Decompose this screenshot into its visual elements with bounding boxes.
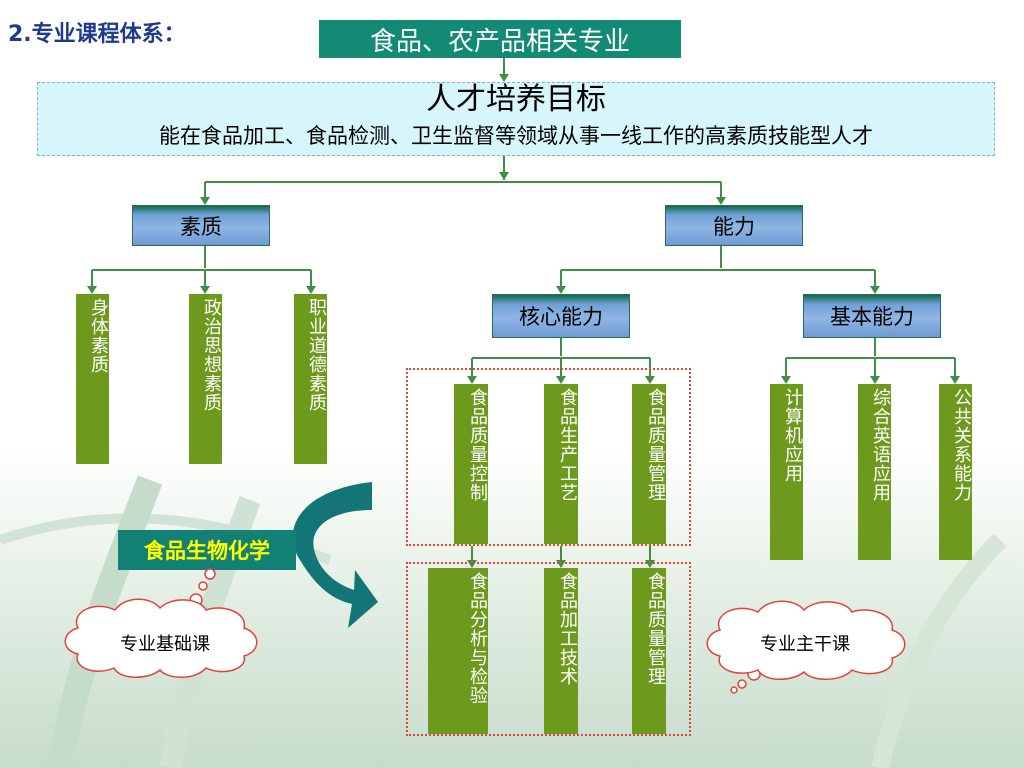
basic-item-computer: 计算机应用 <box>770 384 803 560</box>
training-goal-box: 人才培养目标 能在食品加工、食品检测、卫生监督等领域从事一线工作的高素质技能型人… <box>37 82 995 156</box>
core-ability-box: 核心能力 <box>492 294 630 338</box>
quality-box: 素质 <box>132 205 270 246</box>
basic-item-public-relations: 公共关系能力 <box>939 384 972 560</box>
basic-ability-box: 基本能力 <box>803 294 941 338</box>
quality-item-ethics: 职业道德素质 <box>294 294 327 464</box>
core-item-quality-management: 食品质量管理 <box>632 384 666 544</box>
course-food-processing: 食品加工技术 <box>544 568 578 734</box>
section-heading: 2.专业课程体系： <box>8 22 186 47</box>
basic-item-english: 综合英语应用 <box>858 384 891 560</box>
core-item-quality-control: 食品质量控制 <box>454 384 488 544</box>
course-food-quality-management: 食品质量管理 <box>632 568 666 734</box>
major-title-box: 食品、农产品相关专业 <box>319 20 681 58</box>
core-callout: 专业主干课 <box>760 634 850 655</box>
core-ability-frame <box>406 368 691 546</box>
training-goal-description: 能在食品加工、食品检测、卫生监督等领域从事一线工作的高素质技能型人才 <box>159 124 873 148</box>
core-courses-frame <box>406 562 691 736</box>
foundation-callout: 专业基础课 <box>120 634 210 655</box>
core-item-production-process: 食品生产工艺 <box>544 384 578 544</box>
quality-item-physical: 身体素质 <box>76 294 109 464</box>
course-food-analysis: 食品分析与检验 <box>428 568 488 734</box>
ability-box: 能力 <box>665 205 803 246</box>
foundation-course-box: 食品生物化学 <box>118 530 296 570</box>
quality-item-political: 政治思想素质 <box>189 294 222 464</box>
training-goal-title: 人才培养目标 <box>426 82 606 117</box>
